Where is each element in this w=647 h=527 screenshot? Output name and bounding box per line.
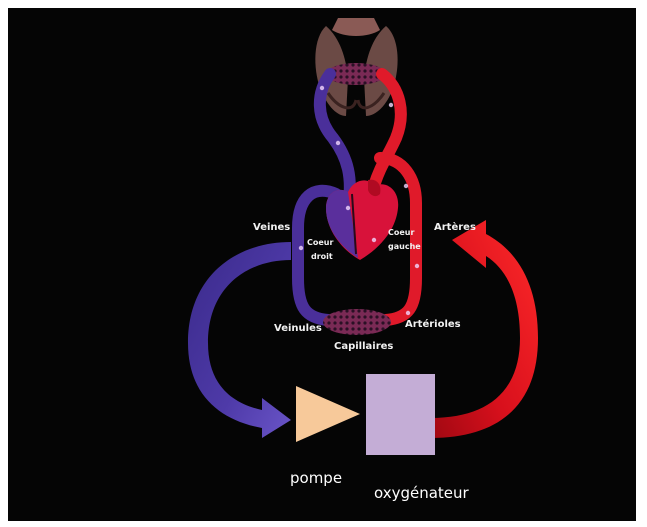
label-arterioles: Artérioles	[405, 318, 461, 330]
label-oxygenateur: oxygénateur	[374, 484, 470, 502]
label-coeur-droit-2: droit	[311, 252, 333, 261]
label-capillaires: Capillaires	[334, 341, 393, 352]
label-pompe: pompe	[290, 469, 342, 487]
oxygenator-box	[366, 374, 435, 455]
label-coeur-droit-1: Coeur	[307, 238, 333, 247]
arteries-vessel	[380, 158, 416, 320]
label-arteres: Artères	[434, 221, 476, 233]
systemic-capillaries	[323, 309, 391, 335]
label-veines: Veines	[253, 222, 290, 233]
circulation-diagram: Veines Artères Coeur droit Coeur gauche …	[8, 8, 636, 521]
label-coeur-gauche-1: Coeur	[388, 228, 414, 237]
label-coeur-gauche-2: gauche	[388, 242, 421, 251]
diagram-stage: Veines Artères Coeur droit Coeur gauche …	[8, 8, 636, 521]
label-veinules: Veinules	[274, 323, 322, 334]
venous-flow-arrow	[188, 242, 291, 438]
pump-triangle	[296, 386, 360, 442]
